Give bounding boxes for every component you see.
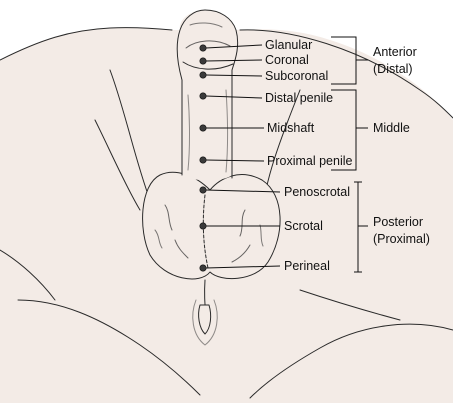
marker-perineal [199, 264, 207, 272]
label-proximal-penile: Proximal penile [267, 154, 353, 168]
label-perineal: Perineal [284, 259, 330, 273]
bracket-anterior [331, 36, 368, 85]
group-posterior-sublabel: (Proximal) [373, 232, 430, 246]
marker-coronal [199, 57, 207, 65]
marker-distal-penile [199, 92, 207, 100]
leader-lines [205, 44, 281, 269]
anatomy-illustration [0, 9, 453, 403]
label-scrotal: Scrotal [284, 219, 323, 233]
label-glanular: Glanular [265, 38, 312, 52]
leader-perineal [205, 265, 281, 269]
leader-penoscrotal [205, 189, 281, 193]
group-anterior-sublabel: (Distal) [373, 62, 413, 76]
label-distal-penile: Distal penile [265, 91, 333, 105]
leader-glanular [205, 44, 263, 49]
label-coronal: Coronal [265, 53, 309, 67]
label-penoscrotal: Penoscrotal [284, 185, 350, 199]
marker-scrotal [199, 222, 207, 230]
bracket-posterior [354, 181, 368, 273]
label-subcoronal: Subcoronal [265, 69, 328, 83]
leader-coronal [205, 59, 263, 62]
leader-distal-penile [205, 95, 263, 99]
label-midshaft: Midshaft [267, 121, 315, 135]
marker-penoscrotal [199, 186, 207, 194]
marker-subcoronal [199, 71, 207, 79]
marker-midshaft [199, 124, 207, 132]
marker-proximal-penile [199, 156, 207, 164]
group-middle-label: Middle [373, 121, 410, 135]
leader-proximal-penile [205, 159, 265, 162]
group-posterior-label: Posterior [373, 215, 423, 229]
group-brackets [331, 36, 368, 273]
group-labels: Anterior (Distal) Middle Posterior (Prox… [373, 45, 430, 246]
leader-subcoronal [205, 74, 263, 77]
bracket-middle [331, 89, 368, 171]
marker-glanular [199, 44, 207, 52]
site-markers [199, 44, 207, 272]
group-anterior-label: Anterior [373, 45, 417, 59]
site-labels: Glanular Coronal Subcoronal Distal penil… [265, 38, 353, 273]
